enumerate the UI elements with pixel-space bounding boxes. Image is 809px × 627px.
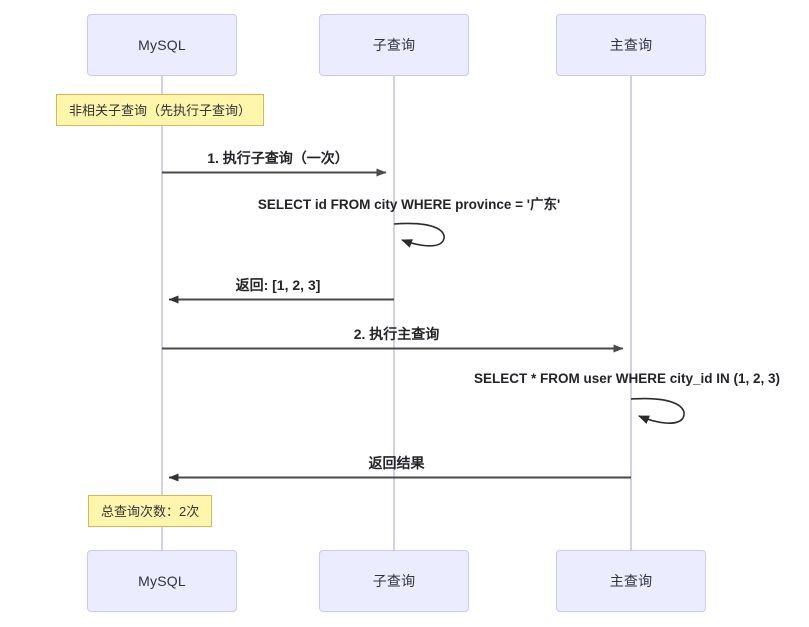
participant-subquery-bottom-label: 子查询 [372, 573, 416, 589]
lifeline-mysql [161, 76, 163, 550]
message-label-execute-mainquery-text: 2. 执行主查询 [353, 326, 440, 342]
participant-mysql-top[interactable]: MySQL [87, 14, 237, 76]
message-label-return-ids-text: 返回: [1, 2, 3] [235, 277, 321, 293]
participant-subquery-bottom[interactable]: 子查询 [319, 550, 469, 612]
participant-subquery-top[interactable]: 子查询 [319, 14, 469, 76]
participant-mainquery-bottom-label: 主查询 [609, 573, 653, 589]
message-label-return-ids: 返回: [1, 2, 3] [162, 278, 394, 292]
participant-mysql-top-label: MySQL [138, 37, 186, 53]
note-total-query-count-label: 总查询次数：2次 [101, 503, 200, 519]
arrow-subquery-self-loop [393, 222, 445, 248]
participant-mysql-bottom[interactable]: MySQL [87, 550, 237, 612]
participant-mainquery-bottom[interactable]: 主查询 [556, 550, 706, 612]
lifeline-subquery [393, 76, 395, 550]
message-label-mainquery-sql-text: SELECT * FROM user WHERE city_id IN (1, … [473, 371, 781, 386]
note-noncorrelated-subquery: 非相关子查询（先执行子查询） [56, 94, 265, 126]
participant-mysql-bottom-label: MySQL [138, 573, 186, 589]
message-label-mainquery-sql: SELECT * FROM user WHERE city_id IN (1, … [452, 372, 802, 386]
message-label-return-result-text: 返回结果 [368, 455, 425, 471]
message-label-execute-subquery-text: 1. 执行子查询（一次） [207, 150, 349, 166]
message-label-subquery-sql: SELECT id FROM city WHERE province = '广东… [234, 198, 584, 212]
participant-mainquery-top[interactable]: 主查询 [556, 14, 706, 76]
message-label-return-result: 返回结果 [162, 456, 631, 470]
participant-mainquery-top-label: 主查询 [609, 37, 653, 53]
message-label-execute-mainquery: 2. 执行主查询 [162, 327, 631, 341]
note-total-query-count: 总查询次数：2次 [88, 495, 213, 527]
participant-subquery-top-label: 子查询 [372, 37, 416, 53]
arrow-mainquery-self-loop [630, 397, 685, 424]
message-label-subquery-sql-text: SELECT id FROM city WHERE province = '广东… [257, 197, 561, 212]
message-label-execute-subquery: 1. 执行子查询（一次） [162, 151, 394, 165]
note-noncorrelated-subquery-label: 非相关子查询（先执行子查询） [69, 102, 252, 118]
lifeline-mainquery [630, 76, 632, 550]
